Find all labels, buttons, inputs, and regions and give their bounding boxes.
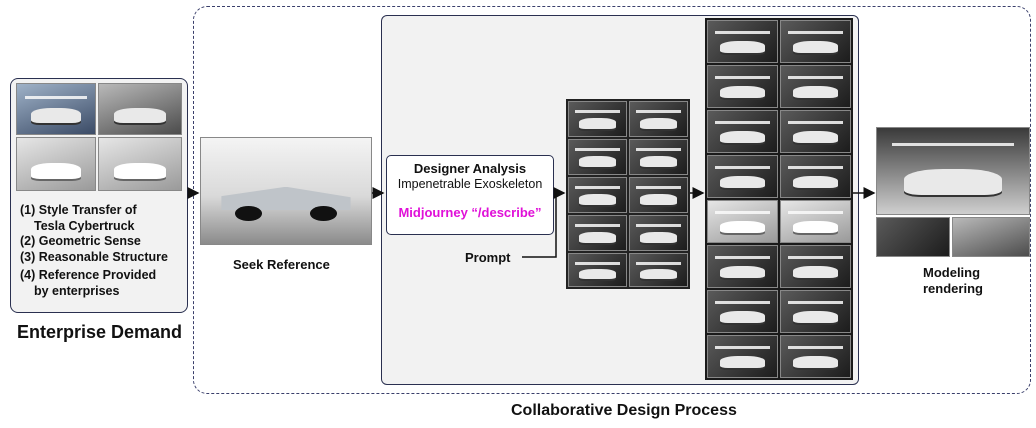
render-detail-image xyxy=(952,217,1030,257)
requirement-item: (1) Style Transfer of xyxy=(20,203,137,217)
generated-image xyxy=(707,110,778,153)
generated-image xyxy=(707,335,778,378)
generated-image xyxy=(780,290,851,333)
generated-image xyxy=(780,155,851,198)
collaborative-process-title: Collaborative Design Process xyxy=(511,402,737,419)
describe-results-grid xyxy=(566,99,690,289)
generated-image xyxy=(707,65,778,108)
requirement-item: (4) Reference Provided xyxy=(20,268,157,282)
generated-image xyxy=(780,200,851,243)
analysis-subtitle: Impenetrable Exoskeleton xyxy=(397,177,543,191)
prompt-label: Prompt xyxy=(465,250,511,265)
generated-image xyxy=(568,101,627,137)
rendering-label: rendering xyxy=(923,281,983,296)
generated-image xyxy=(707,155,778,198)
prompt-connector xyxy=(522,193,557,258)
requirement-item: by enterprises xyxy=(34,283,120,298)
analysis-title: Designer Analysis xyxy=(413,161,527,176)
collaborative-process-frame xyxy=(193,6,1031,394)
designer-analysis-box: Designer Analysis Impenetrable Exoskelet… xyxy=(386,155,554,235)
generated-image xyxy=(707,200,778,243)
generated-image xyxy=(780,110,851,153)
generated-image xyxy=(707,245,778,288)
enterprise-demand-title: Enterprise Demand xyxy=(17,322,183,342)
generated-image xyxy=(780,245,851,288)
generated-image xyxy=(629,139,688,175)
generated-image xyxy=(568,253,627,287)
generated-image xyxy=(629,253,688,287)
enterprise-image-1 xyxy=(16,83,96,135)
iteration-results-grid xyxy=(705,18,853,380)
enterprise-image-4 xyxy=(98,137,182,191)
seek-reference-label: Seek Reference xyxy=(233,257,330,272)
generated-image xyxy=(629,177,688,213)
cybertruck-reference-image xyxy=(200,137,372,245)
final-render-image xyxy=(876,127,1030,215)
generated-image xyxy=(629,215,688,251)
generated-image xyxy=(629,101,688,137)
modeling-label: Modeling xyxy=(923,265,981,280)
midjourney-describe-label: Midjourney “/describe” xyxy=(398,205,542,220)
requirement-item: (3) Reasonable Structure xyxy=(20,249,168,264)
requirement-item: (2) Geometric Sense xyxy=(20,234,141,248)
requirement-item: Tesla Cybertruck xyxy=(34,218,135,233)
enterprise-requirements-list: (1) Style Transfer of Tesla Cybertruck (… xyxy=(20,203,168,299)
generated-image xyxy=(780,65,851,108)
enterprise-image-3 xyxy=(16,137,96,191)
render-detail-image xyxy=(876,217,950,257)
generated-image xyxy=(568,139,627,175)
generated-image xyxy=(707,20,778,63)
generated-image xyxy=(707,290,778,333)
generated-image xyxy=(568,177,627,213)
generated-image xyxy=(780,335,851,378)
generated-image xyxy=(568,215,627,251)
generated-image xyxy=(780,20,851,63)
enterprise-image-2 xyxy=(98,83,182,135)
